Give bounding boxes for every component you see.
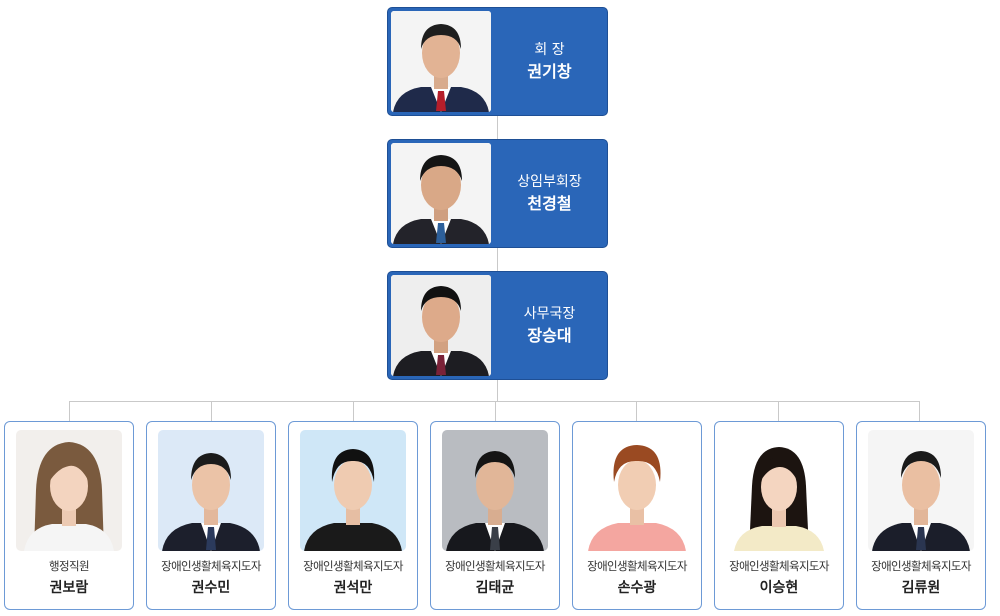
staff-photo	[584, 430, 690, 551]
staff-role: 장애인생활체육지도자	[729, 559, 829, 573]
connector-exec-2-3	[497, 247, 498, 272]
exec-photo-president	[391, 11, 491, 112]
exec-role: 사무국장	[523, 305, 576, 322]
staff-name: 권보람	[49, 580, 89, 596]
staff-photo	[158, 430, 264, 551]
staff-photo	[726, 430, 832, 551]
staff-card: 장애인생활체육지도자 이승현	[714, 421, 844, 610]
staff-photo	[442, 430, 548, 551]
staff-card: 장애인생활체육지도자 권수민	[146, 421, 276, 610]
staff-card: 장애인생활체육지도자 김태균	[430, 421, 560, 610]
exec-role: 회 장	[534, 41, 565, 58]
staff-photo	[868, 430, 974, 551]
exec-role: 상임부회장	[517, 173, 582, 190]
staff-name: 권석만	[333, 580, 373, 596]
staff-photo	[300, 430, 406, 551]
exec-name: 천경철	[527, 193, 572, 213]
connector-staff-6	[778, 401, 779, 421]
staff-name: 이승현	[759, 580, 799, 596]
exec-name: 장승대	[527, 325, 572, 345]
staff-role: 장애인생활체육지도자	[303, 559, 403, 573]
staff-name: 김류원	[901, 580, 941, 596]
staff-role: 장애인생활체육지도자	[445, 559, 545, 573]
staff-card: 장애인생활체육지도자 권석만	[288, 421, 418, 610]
staff-card: 장애인생활체육지도자 김류원	[856, 421, 986, 610]
staff-card: 장애인생활체육지도자 손수광	[572, 421, 702, 610]
staff-role: 장애인생활체육지도자	[587, 559, 687, 573]
connector-staff-5	[636, 401, 637, 421]
exec-box-vice-chair: 상임부회장 천경철	[387, 139, 608, 248]
connector-staff-horizontal	[69, 401, 919, 402]
connector-staff-1	[69, 401, 70, 421]
connector-exec-1-2	[497, 115, 498, 140]
connector-staff-2	[211, 401, 212, 421]
staff-card: 행정직원 권보람	[4, 421, 134, 610]
exec-photo-secretary-general	[391, 275, 491, 376]
connector-staff-3	[353, 401, 354, 421]
connector-exec-3-staff	[497, 379, 498, 401]
staff-name: 김태균	[475, 580, 515, 596]
staff-role: 행정직원	[49, 559, 90, 573]
staff-name: 손수광	[617, 580, 657, 596]
connector-staff-7	[919, 401, 920, 421]
exec-box-secretary-general: 사무국장 장승대	[387, 271, 608, 380]
staff-role: 장애인생활체육지도자	[871, 559, 971, 573]
connector-staff-4	[495, 401, 496, 421]
staff-role: 장애인생활체육지도자	[161, 559, 261, 573]
staff-name: 권수민	[191, 580, 231, 596]
staff-photo	[16, 430, 122, 551]
exec-name: 권기창	[527, 61, 572, 81]
exec-box-president: 회 장 권기창	[387, 7, 608, 116]
exec-photo-vice-chair	[391, 143, 491, 244]
